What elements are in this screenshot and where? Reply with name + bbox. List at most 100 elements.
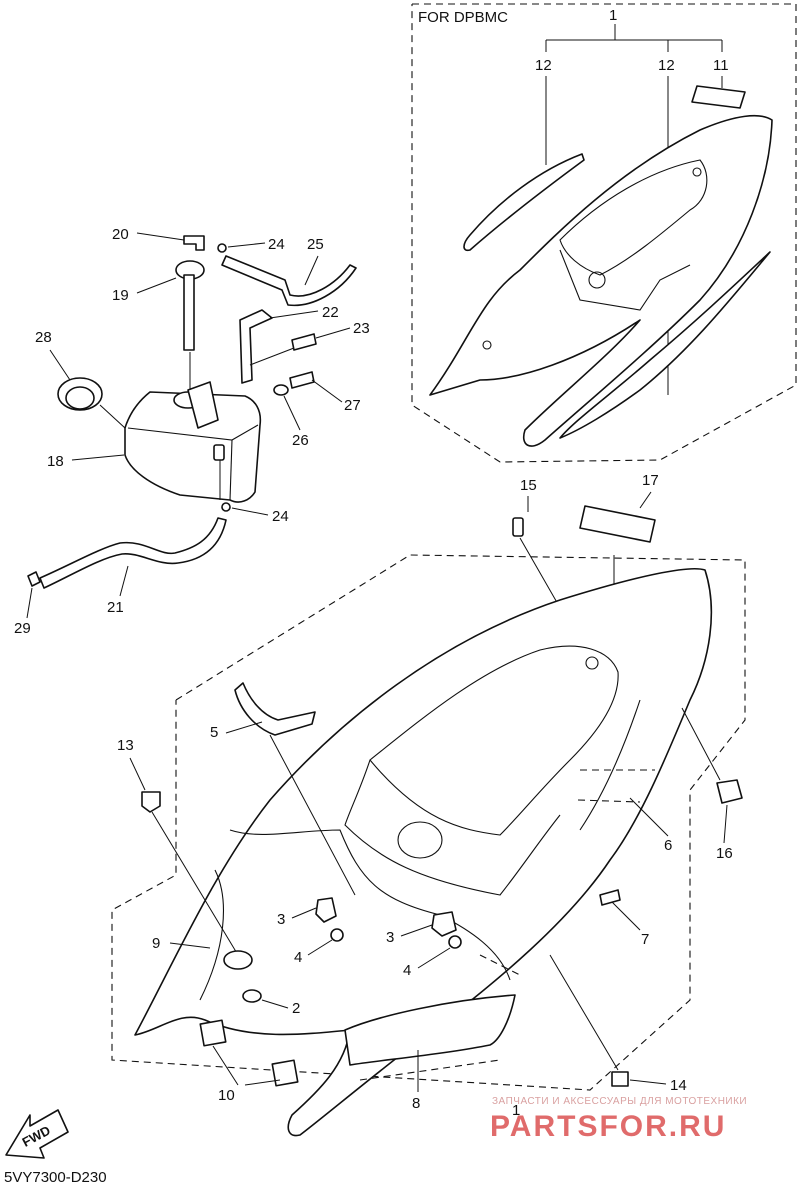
tank-outlet bbox=[213, 444, 225, 461]
leader-10 bbox=[212, 1045, 281, 1086]
callout-26: 26 bbox=[292, 432, 309, 449]
bracket-22 bbox=[239, 309, 273, 384]
nut-16 bbox=[716, 779, 743, 804]
rivet-13 bbox=[141, 791, 161, 813]
fwd-arrow: FWD bbox=[5, 1109, 69, 1159]
mount-upper-2 bbox=[482, 340, 492, 350]
callout-12-right: 12 bbox=[658, 57, 675, 74]
washer-26 bbox=[273, 384, 289, 396]
emblem-11 bbox=[691, 85, 746, 109]
leader-27 bbox=[311, 379, 343, 403]
tail-section bbox=[344, 759, 561, 896]
fwd-arrow-shape bbox=[5, 1109, 69, 1159]
callout-22: 22 bbox=[322, 304, 339, 321]
clip-24-bottom bbox=[221, 502, 231, 512]
side-stripe-12-right bbox=[559, 251, 771, 439]
variant-label: FOR DPBMC bbox=[418, 9, 508, 26]
callout-3-right: 3 bbox=[386, 929, 394, 946]
seat-cowl-upper bbox=[429, 114, 773, 447]
seat-cowl-upper-tail bbox=[559, 249, 691, 311]
callout-28: 28 bbox=[35, 329, 52, 346]
callout-4-left: 4 bbox=[294, 949, 302, 966]
bolt-27 bbox=[289, 371, 315, 389]
leader-20 bbox=[136, 232, 185, 241]
leader-22 bbox=[269, 310, 319, 319]
leader-5 bbox=[225, 721, 356, 896]
watermark: ЗАПЧАСТИ И АКСЕССУАРЫ ДЛЯ МОТОТЕХНИКИ PA… bbox=[490, 1096, 747, 1143]
side-stripe-12-left bbox=[463, 153, 585, 252]
callout-27: 27 bbox=[344, 397, 361, 414]
main-assembly-boundary bbox=[111, 554, 746, 1091]
leader-21 bbox=[119, 565, 129, 597]
bolt-15 bbox=[512, 517, 524, 537]
tank-bracket bbox=[187, 381, 219, 429]
damper-3-left bbox=[315, 897, 337, 923]
callout-23: 23 bbox=[353, 320, 370, 337]
callout-10: 10 bbox=[218, 1087, 235, 1104]
bracket-7 bbox=[599, 889, 621, 906]
leader-3 bbox=[291, 907, 433, 937]
clip-24-top bbox=[217, 243, 227, 253]
damper-10-right bbox=[271, 1059, 299, 1087]
drain-hose-21 bbox=[39, 517, 227, 589]
callout-24-top: 24 bbox=[268, 236, 285, 253]
leader-7 bbox=[611, 901, 641, 931]
tank-side-edge bbox=[229, 439, 233, 501]
callout-9: 9 bbox=[152, 935, 160, 952]
cap-19-stem bbox=[183, 274, 195, 351]
leader-28 bbox=[49, 349, 126, 429]
tail-light-hole bbox=[397, 821, 443, 859]
side-panel-crease bbox=[199, 699, 641, 1001]
leader-6 bbox=[629, 797, 669, 837]
callout-18: 18 bbox=[47, 453, 64, 470]
inner-panel-8 bbox=[344, 994, 516, 1066]
callout-7: 7 bbox=[641, 931, 649, 948]
leader-17 bbox=[639, 491, 652, 509]
mount-upper-1 bbox=[692, 167, 702, 177]
leader-2 bbox=[261, 999, 289, 1009]
leader-14 bbox=[549, 954, 667, 1085]
emblem-17 bbox=[579, 505, 656, 543]
callout-1-top: 1 bbox=[609, 7, 617, 24]
callout-12-left: 12 bbox=[535, 57, 552, 74]
variant-dpbmc-group: FOR DPBMC 1 12 12 11 bbox=[411, 3, 797, 463]
washer-2 bbox=[242, 989, 262, 1003]
leader-29 bbox=[26, 587, 33, 619]
callout-3-left: 3 bbox=[277, 911, 285, 928]
bolt-23 bbox=[291, 333, 317, 351]
inner-dashed-1 bbox=[359, 769, 655, 1081]
callout-25: 25 bbox=[307, 236, 324, 253]
cable-guide-5 bbox=[234, 682, 316, 736]
leader-13 bbox=[129, 757, 239, 956]
callout-16: 16 bbox=[716, 845, 733, 862]
nut-4-left bbox=[330, 928, 344, 942]
seat-opening bbox=[369, 645, 619, 836]
clip-29 bbox=[27, 571, 41, 587]
screw-14 bbox=[611, 1071, 629, 1087]
leader-26 bbox=[283, 395, 301, 431]
watermark-brand: PARTSFOR.RU bbox=[490, 1110, 726, 1143]
lower-side-contour bbox=[229, 829, 511, 981]
callout-21: 21 bbox=[107, 599, 124, 616]
watermark-tagline: ЗАПЧАСТИ И АКСЕССУАРЫ ДЛЯ МОТОТЕХНИКИ bbox=[492, 1096, 747, 1107]
callout-11: 11 bbox=[713, 57, 729, 74]
leader-9 bbox=[169, 942, 211, 949]
callout-24-bottom: 24 bbox=[272, 508, 289, 525]
seat-cowl-main bbox=[134, 567, 713, 1137]
leader-4 bbox=[307, 939, 451, 969]
leader-23 bbox=[249, 327, 351, 366]
callout-6: 6 bbox=[664, 837, 672, 854]
rear-mount-hole bbox=[585, 656, 599, 670]
callout-13: 13 bbox=[117, 737, 134, 754]
damper-10-left bbox=[199, 1019, 227, 1047]
callout-8: 8 bbox=[412, 1095, 420, 1112]
diagram-code: 5VY7300-D230 bbox=[4, 1169, 107, 1186]
variant-boundary bbox=[411, 3, 797, 463]
leader-16 bbox=[681, 707, 728, 844]
damper-3-right bbox=[431, 911, 457, 937]
grommet-28-front bbox=[65, 386, 95, 410]
callout-5: 5 bbox=[210, 724, 218, 741]
bracket-part-1-top bbox=[545, 24, 723, 52]
callout-2: 2 bbox=[292, 1000, 300, 1017]
